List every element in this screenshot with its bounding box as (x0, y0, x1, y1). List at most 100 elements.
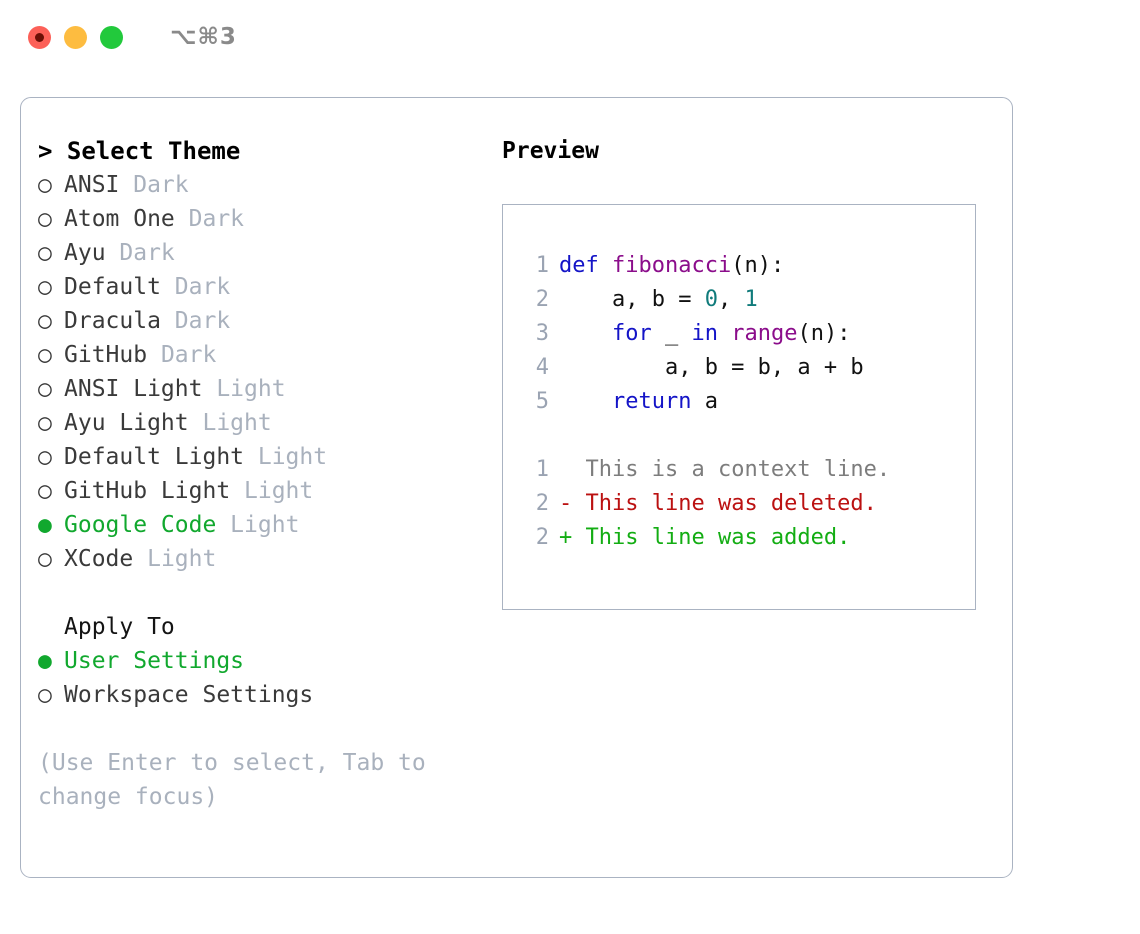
minimize-button[interactable] (64, 26, 87, 49)
theme-variant-badge: Dark (174, 206, 245, 232)
radio-unselected-icon: ○ (38, 342, 52, 368)
code-token-plain: (n): (731, 253, 785, 278)
theme-variant-badge: Light (216, 512, 300, 538)
theme-option-label: Ayu Light (64, 410, 189, 436)
radio-unselected-icon: ○ (38, 274, 52, 300)
diff-text: This line was deleted. (585, 491, 877, 516)
code-token-plain: a, b = b, a + b (559, 355, 864, 380)
apply-to-option-workspace-settings[interactable]: ○ Workspace Settings (38, 678, 488, 712)
diff-text: This line was added. (585, 525, 851, 550)
theme-variant-badge: Dark (119, 172, 189, 198)
diff-line: 2- This line was deleted. (503, 487, 975, 521)
code-token-plain: , (717, 287, 745, 312)
line-number: 5 (535, 389, 549, 414)
radio-unselected-icon: ○ (38, 206, 52, 232)
line-number: 1 (535, 253, 549, 278)
radio-selected-icon: ● (38, 512, 52, 538)
diff-marker (559, 457, 586, 482)
diff-sample-block: 1 This is a context line.2- This line wa… (503, 453, 975, 555)
code-token-kw: return (611, 389, 692, 414)
apply-to-option-label: User Settings (64, 648, 245, 674)
radio-unselected-icon: ○ (38, 308, 52, 334)
code-token-num: 0 (704, 287, 718, 312)
theme-option-ayu-light[interactable]: ○ Ayu Light Light (38, 406, 488, 440)
theme-variant-badge: Light (230, 478, 314, 504)
theme-option-label: ANSI Light (64, 376, 203, 402)
theme-list-column: > Select Theme ○ANSI Dark○Atom One Dark○… (38, 134, 488, 814)
code-line: 4 a, b = b, a + b (503, 351, 975, 385)
code-token-plain: (n): (797, 321, 851, 346)
apply-to-option-label: Workspace Settings (64, 682, 314, 708)
diff-marker: + (559, 525, 586, 550)
code-diff-separator (503, 419, 975, 453)
theme-option-label: XCode (64, 546, 134, 572)
diff-line: 1 This is a context line. (503, 453, 975, 487)
code-token-kw: for (611, 321, 652, 346)
radio-unselected-icon: ○ (38, 682, 52, 708)
theme-option-label: ANSI (64, 172, 120, 198)
line-number: 2 (535, 525, 549, 550)
theme-option-dracula[interactable]: ○ Dracula Dark (38, 304, 488, 338)
code-token-num: 1 (744, 287, 758, 312)
maximize-button[interactable] (100, 26, 123, 49)
code-token-plain (559, 389, 612, 414)
theme-option-google-code[interactable]: ● Google Code Light (38, 508, 488, 542)
line-number: 2 (535, 287, 549, 312)
theme-option-default[interactable]: ○ Default Dark (38, 270, 488, 304)
keyboard-shortcut-label: ⌥⌘3 (170, 24, 237, 50)
code-token-fn: fibonacci (611, 253, 732, 278)
theme-variant-badge: Light (202, 376, 286, 402)
line-number: 3 (535, 321, 549, 346)
theme-variant-badge: Dark (105, 240, 175, 266)
theme-option-github[interactable]: ○GitHub Dark (38, 338, 488, 372)
code-token-plain: a, b = (559, 287, 705, 312)
line-number: 4 (535, 355, 549, 380)
theme-option-label: GitHub Light (64, 478, 231, 504)
radio-selected-icon: ● (38, 648, 52, 674)
keyboard-hint-text: (Use Enter to select, Tab to change focu… (38, 750, 426, 810)
theme-variant-badge: Dark (160, 274, 231, 300)
theme-option-label: Atom One (64, 206, 175, 232)
traffic-light-group (28, 26, 123, 49)
close-button[interactable] (28, 26, 51, 49)
radio-unselected-icon: ○ (38, 376, 52, 402)
theme-option-xcode[interactable]: ○XCode Light (38, 542, 488, 576)
code-line: 5 return a (503, 385, 975, 419)
theme-option-label: Google Code (64, 512, 217, 538)
radio-unselected-icon: ○ (38, 410, 52, 436)
theme-option-github-light[interactable]: ○GitHub Light Light (38, 474, 488, 508)
apply-to-header: Apply To (64, 614, 175, 640)
code-token-plain: _ (651, 321, 692, 346)
diff-line: 2 + This line was added. (503, 521, 975, 555)
diff-text: This is a context line. (585, 457, 891, 482)
theme-option-default-light[interactable]: ○Default Light Light (38, 440, 488, 474)
apply-to-option-list: ● User Settings ○ Workspace Settings (38, 644, 488, 712)
select-theme-header: > Select Theme (38, 137, 241, 165)
code-token-plain: a (691, 389, 718, 414)
theme-variant-badge: Dark (160, 308, 231, 334)
window-titlebar: ⌥⌘3 (0, 0, 1140, 78)
section-spacer (38, 576, 488, 610)
code-line: 2 a, b = 0, 1 (503, 283, 975, 317)
code-token-plain (718, 321, 731, 346)
theme-variant-badge: Light (244, 444, 328, 470)
diff-marker: - (559, 491, 586, 516)
apply-to-option-user-settings[interactable]: ● User Settings (38, 644, 488, 678)
theme-option-label: Ayu (64, 240, 106, 266)
theme-option-label: Dracula (64, 308, 161, 334)
preview-title: Preview (502, 138, 599, 164)
theme-option-ansi-light[interactable]: ○ ANSI Light Light (38, 372, 488, 406)
theme-option-ayu[interactable]: ○Ayu Dark (38, 236, 488, 270)
code-token-kw: def (559, 253, 612, 278)
theme-option-label: Default (64, 274, 161, 300)
theme-option-ansi[interactable]: ○ANSI Dark (38, 168, 488, 202)
theme-selector-panel: > Select Theme ○ANSI Dark○Atom One Dark○… (20, 97, 1013, 878)
code-token-kw: in (691, 321, 718, 346)
line-number: 1 (535, 457, 549, 482)
theme-option-atom-one[interactable]: ○ Atom One Dark (38, 202, 488, 236)
theme-variant-badge: Light (188, 410, 272, 436)
radio-unselected-icon: ○ (38, 444, 52, 470)
